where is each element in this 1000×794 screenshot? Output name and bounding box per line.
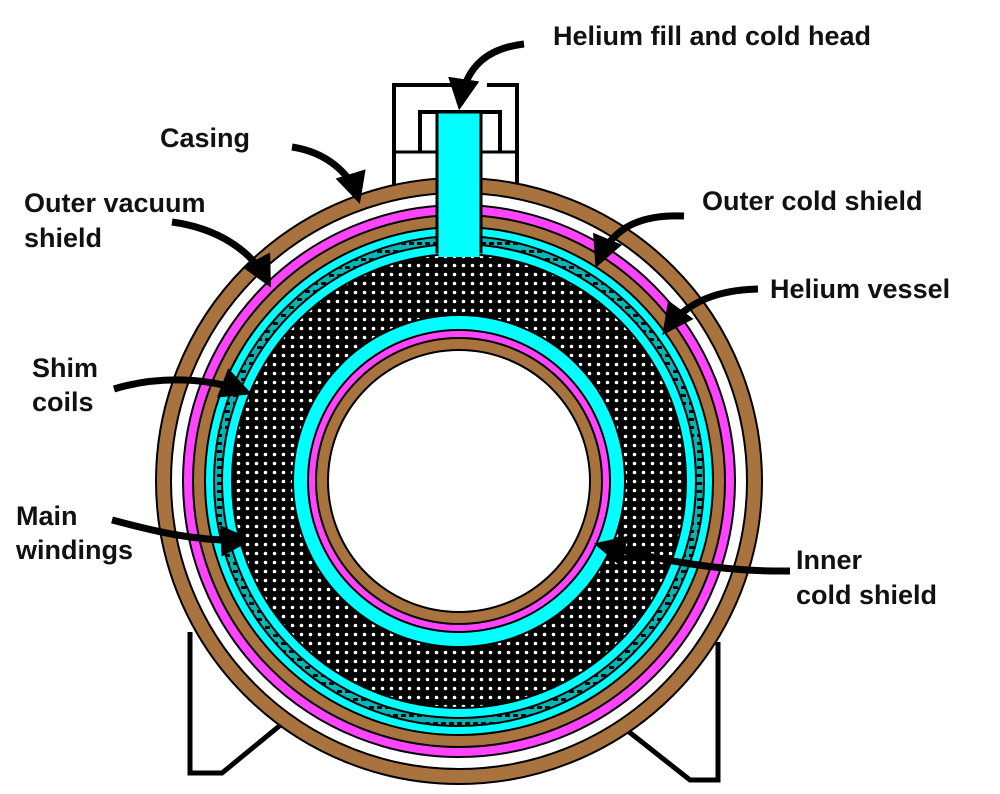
arrow-helium-vessel — [662, 285, 759, 336]
left-support-foot — [187, 632, 285, 776]
label-helium-vessel: Helium vessel — [770, 274, 951, 304]
helium-fill-pipe — [435, 110, 483, 254]
label-inner-cold-shield-line2: cold shield — [796, 580, 938, 610]
label-outer-vacuum-shield-line2: shield — [24, 223, 103, 253]
arrow-inner-cold-shield — [593, 535, 791, 575]
turret-outer-frame — [392, 83, 519, 195]
right-support-foot — [617, 642, 721, 783]
label-casing: Casing — [160, 123, 251, 153]
bore — [327, 349, 591, 613]
arrow-outer-vacuum-shield — [171, 218, 272, 288]
label-shim-coils-line2: coils — [32, 387, 94, 417]
label-main-windings-line2: windings — [16, 535, 133, 565]
support-feet — [187, 632, 721, 783]
label-main-windings-line1: Main — [16, 501, 78, 531]
arrow-casing — [291, 143, 366, 205]
arrow-main-windings — [111, 516, 253, 557]
label-outer-cold-shield: Outer cold shield — [702, 186, 923, 216]
arrow-helium-fill — [448, 40, 525, 111]
pointer-arrows — [111, 40, 791, 575]
helium-fill-pipe-joint — [438, 235, 480, 257]
label-helium-fill-and-cold-head: Helium fill and cold head — [553, 21, 872, 51]
arrow-shim-coils — [112, 368, 252, 398]
magnet-rings — [155, 177, 763, 785]
arrow-outer-cold-shield — [593, 212, 685, 268]
label-inner-cold-shield-line1: Inner — [796, 545, 863, 575]
label-outer-vacuum-shield-line1: Outer vacuum — [24, 188, 206, 218]
label-shim-coils-line1: Shim — [32, 353, 99, 383]
